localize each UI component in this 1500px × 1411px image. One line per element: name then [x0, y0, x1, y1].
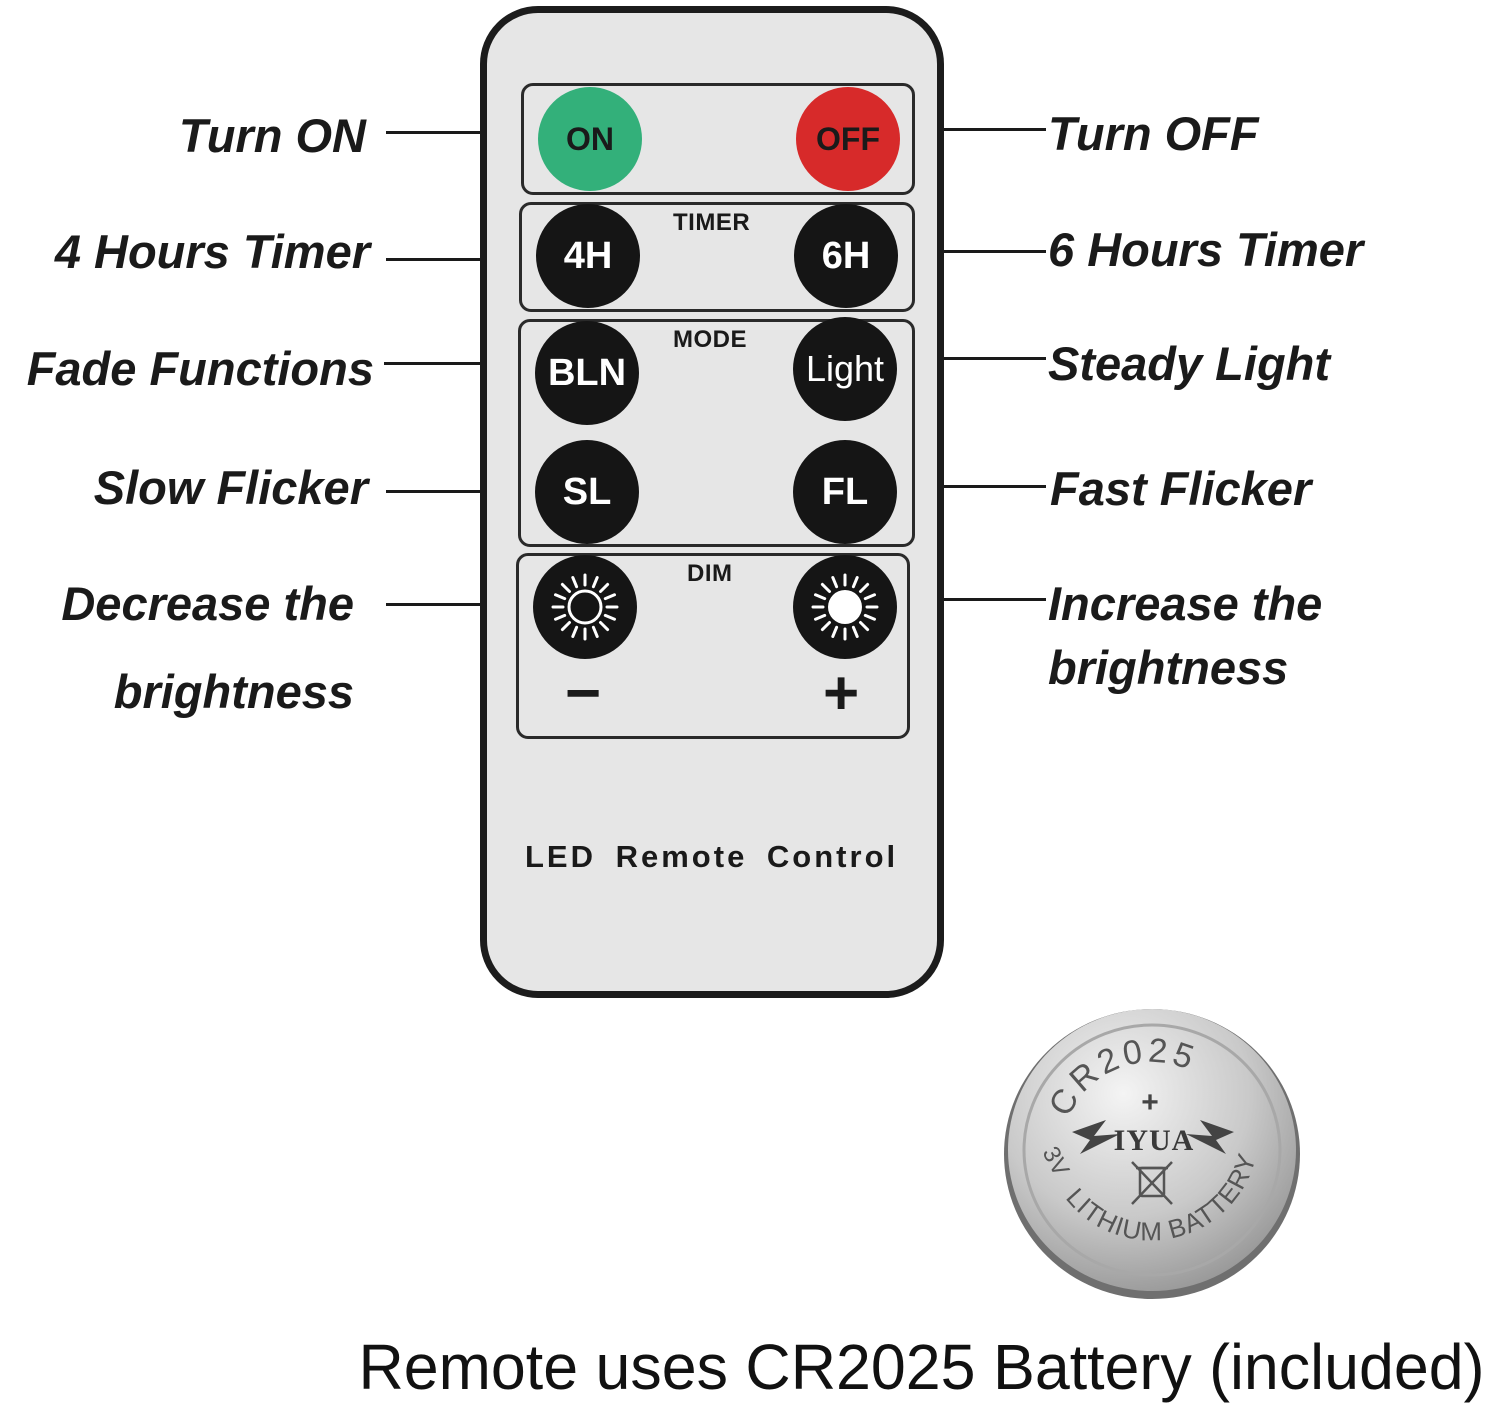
power-section: [521, 83, 915, 195]
leader-line-fast-flicker: [890, 485, 1046, 488]
battery-brand-text: IYUA: [1114, 1124, 1195, 1157]
callout-turn-on: Turn ON: [178, 109, 366, 162]
callout-6-hours-timer: 6 Hours Timer: [1048, 223, 1364, 276]
steady-light-button[interactable]: Light: [793, 317, 897, 421]
leader-line-6-hours: [890, 250, 1046, 253]
callout-fast-flicker: Fast Flicker: [1050, 462, 1312, 515]
callout-decrease-line1: Decrease the: [61, 577, 354, 630]
timer-section-label: TIMER: [673, 209, 751, 236]
mode-section: [518, 319, 915, 547]
minus-sign: −: [565, 659, 602, 728]
mode-section-label: MODE: [673, 326, 747, 353]
cr2025-battery: CR2025 + IYUA 3V LITHIUM BATTERY: [1004, 1009, 1300, 1299]
callout-turn-off: Turn OFF: [1048, 107, 1259, 160]
battery-caption-text: Remote uses CR2025 Battery (included): [358, 1331, 1485, 1403]
4h-timer-button[interactable]: 4H: [536, 204, 640, 308]
sun-outline-icon: [551, 573, 619, 641]
callout-steady-light: Steady Light: [1048, 337, 1331, 390]
decrease-brightness-button[interactable]: [533, 555, 637, 659]
battery-plus-text: +: [1141, 1086, 1159, 1119]
leader-line-slow-flicker: [386, 490, 536, 493]
leader-line-turn-off: [890, 128, 1046, 131]
on-button[interactable]: ON: [538, 87, 642, 191]
increase-brightness-button[interactable]: [793, 555, 897, 659]
dim-section-label: DIM: [687, 560, 733, 587]
off-button[interactable]: OFF: [796, 87, 900, 191]
sun-filled-icon: [811, 573, 879, 641]
battery-caption: Remote uses CR2025 Battery (included): [0, 1330, 1500, 1404]
callout-4-hours-timer: 4 Hours Timer: [54, 225, 370, 278]
remote-control: ON OFF TIMER 4H 6H MODE BLN Light SL FL …: [480, 6, 944, 998]
bln-fade-button[interactable]: BLN: [535, 321, 639, 425]
slow-flicker-button[interactable]: SL: [535, 440, 639, 544]
6h-timer-button[interactable]: 6H: [794, 204, 898, 308]
dim-section: [516, 553, 910, 739]
leader-line-fade: [384, 362, 536, 365]
leader-line-4-hours: [386, 258, 536, 261]
leader-line-decrease: [386, 603, 536, 606]
callout-decrease-line2: brightness: [113, 665, 354, 718]
leader-line-turn-on: [386, 131, 536, 134]
remote-model-label: LED Remote Control: [525, 839, 899, 874]
leader-line-increase: [890, 598, 1046, 601]
callout-increase-line1: Increase the: [1048, 577, 1323, 630]
callout-fade-functions: Fade Functions: [26, 342, 374, 395]
lightning-bolt-icon: [1072, 1120, 1234, 1154]
leader-line-steady: [884, 357, 1046, 360]
crossed-bin-icon: [1131, 1161, 1173, 1205]
timer-section: [519, 202, 915, 312]
callout-slow-flicker: Slow Flicker: [93, 461, 368, 514]
callout-increase-line2: brightness: [1048, 641, 1289, 694]
plus-sign: +: [823, 659, 860, 728]
fast-flicker-button[interactable]: FL: [793, 440, 897, 544]
